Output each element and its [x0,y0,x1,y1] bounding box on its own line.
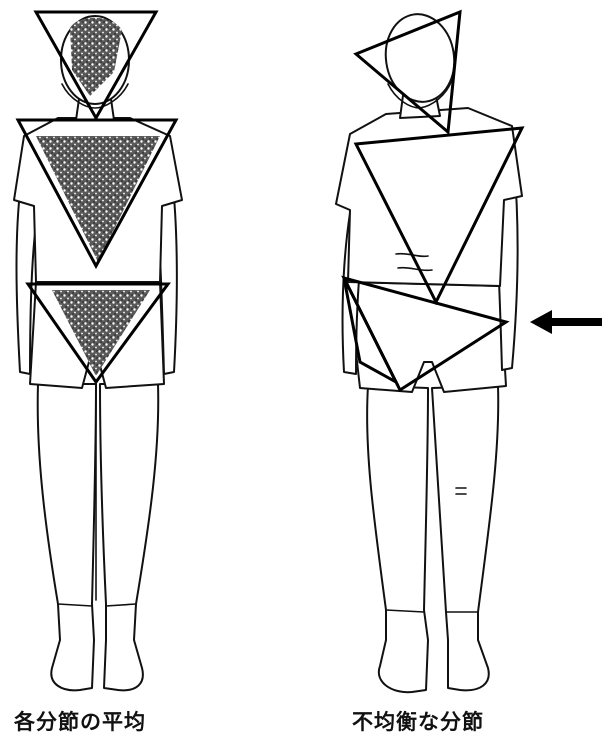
legs [367,386,498,692]
figure-balanced [14,12,182,690]
arrow-left-icon [530,310,602,334]
figure-unbalanced [336,10,522,693]
caption-unbalanced: 不均衡な分節 [352,706,484,736]
caption-balanced: 各分節の平均 [14,706,146,736]
legs [38,384,159,690]
torso [336,108,522,286]
